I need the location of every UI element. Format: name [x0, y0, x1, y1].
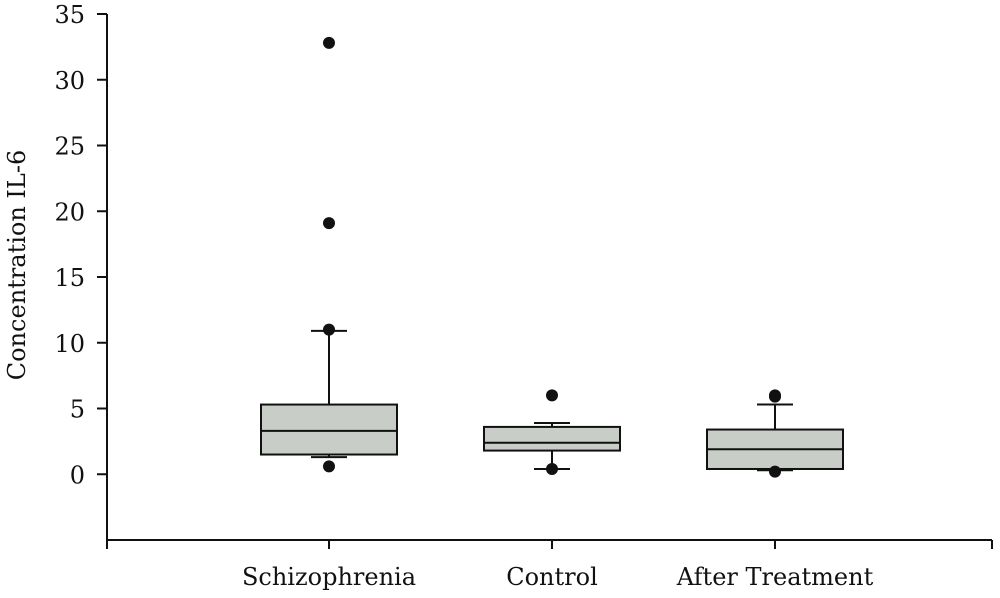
outlier-point: [323, 323, 335, 336]
y-tick-label: 15: [54, 264, 85, 292]
y-tick-label: 20: [54, 198, 85, 226]
box-group: [706, 389, 844, 478]
outlier-point: [769, 389, 781, 402]
x-tick-label: After Treatment: [676, 563, 874, 591]
y-tick-label: 5: [70, 396, 85, 424]
box-iqr: [483, 425, 621, 452]
box-group: [483, 389, 621, 475]
x-axis: Schizophrenia Control After Treatment: [106, 539, 993, 591]
boxes: [260, 36, 844, 478]
x-tick-label: Control: [506, 563, 598, 591]
y-tick-label: 35: [54, 1, 85, 29]
box-iqr: [260, 403, 398, 456]
y-tick-label: 0: [70, 461, 85, 489]
x-tick-label: Schizophrenia: [242, 563, 416, 591]
outlier-point: [769, 465, 781, 478]
y-tick-label: 10: [54, 330, 85, 358]
outlier-point: [546, 462, 558, 475]
y-axis-label: Concentration IL-6: [3, 150, 31, 380]
outlier-point: [323, 460, 335, 473]
y-tick-label: 30: [54, 67, 85, 95]
outlier-point: [546, 389, 558, 402]
outlier-point: [323, 36, 335, 49]
box-group: [260, 36, 398, 473]
outlier-point: [323, 217, 335, 230]
y-axis: 0 5 10 15 20 25 30 35: [54, 1, 108, 540]
y-tick-label: 25: [54, 133, 85, 161]
